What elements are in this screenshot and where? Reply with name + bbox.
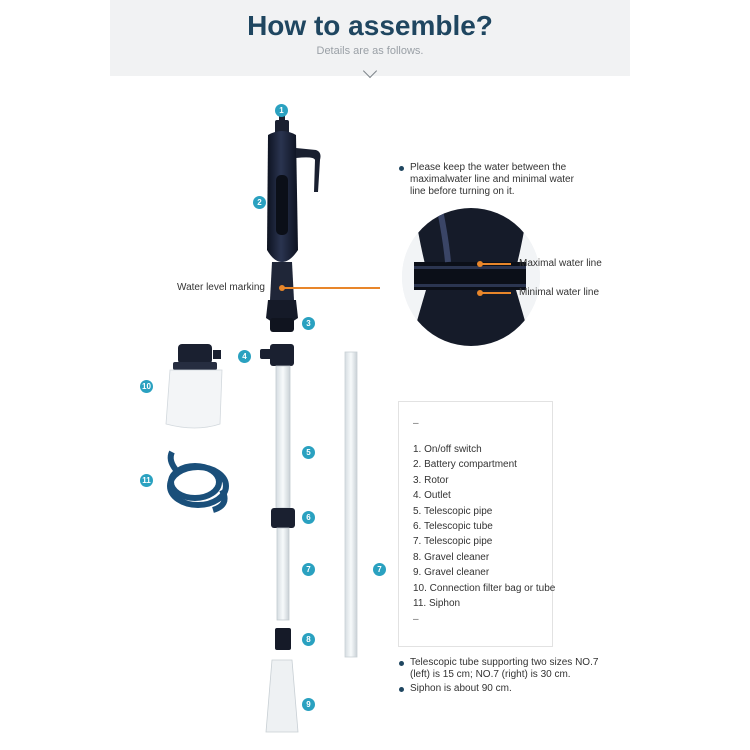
- list-item: 10. Connection filter bag or tube: [413, 582, 556, 594]
- water-tip-note: Please keep the water between the maxima…: [399, 162, 589, 198]
- min-line-leader: [481, 292, 511, 294]
- part-number-badge: 8: [302, 633, 315, 646]
- maximal-water-line-label: Maximal water line: [519, 258, 602, 269]
- list-item: 3. Rotor: [413, 474, 449, 486]
- header-banner: How to assemble? Details are as follows.: [110, 0, 630, 76]
- water-marking-leader: [282, 287, 380, 289]
- pump-body: [266, 112, 321, 332]
- water-marking-dot: [279, 285, 285, 291]
- parts-list-box: – 1. On/off switch 2. Battery compartmen…: [398, 401, 555, 647]
- siphon-hose: [167, 450, 229, 513]
- part-number-badge: 5: [302, 446, 315, 459]
- part-number-badge: 3: [302, 317, 315, 330]
- list-item: 4. Outlet: [413, 490, 451, 502]
- long-tube: [344, 351, 358, 658]
- part-number-badge: 6: [302, 511, 315, 524]
- list-item: 9. Gravel cleaner: [413, 567, 490, 579]
- part-number-badge: 11: [140, 474, 153, 487]
- max-line-leader: [481, 263, 511, 265]
- bullet-icon: [399, 661, 404, 666]
- telescopic-pipe-assembly: [260, 344, 299, 733]
- part-number-badge: 10: [140, 380, 153, 393]
- siphon-tip-note: Siphon is about 90 cm.: [399, 683, 614, 695]
- telescopic-tip-text: Telescopic tube supporting two sizes NO.…: [410, 657, 599, 680]
- bullet-icon: [399, 687, 404, 692]
- minimal-water-line-label: Minimal water line: [519, 287, 600, 298]
- list-item: 2. Battery compartment: [413, 459, 517, 471]
- water-line-zoom: [402, 208, 540, 346]
- part-number-badge: 7: [302, 563, 315, 576]
- telescopic-tip-note: Telescopic tube supporting two sizes NO.…: [399, 657, 614, 681]
- max-line-dot: [477, 261, 483, 267]
- part-number-badge: 2: [253, 196, 266, 209]
- list-item: 8. Gravel cleaner: [413, 551, 490, 563]
- list-dash-top: –: [413, 418, 419, 429]
- list-item: 5. Telescopic pipe: [413, 505, 493, 517]
- water-level-marking-label: Water level marking: [177, 282, 265, 293]
- part-number-badge: 4: [238, 350, 251, 363]
- list-item: 6. Telescopic tube: [413, 520, 493, 532]
- page-title: How to assemble?: [247, 10, 493, 41]
- part-number-badge: 9: [302, 698, 315, 711]
- bullet-icon: [399, 166, 404, 171]
- siphon-tip-text: Siphon is about 90 cm.: [410, 683, 512, 694]
- part-number-badge: 7: [373, 563, 386, 576]
- min-line-dot: [477, 290, 483, 296]
- parts-list: 1. On/off switch 2. Battery compartment …: [413, 442, 555, 611]
- water-tip-text: Please keep the water between the maxima…: [410, 162, 574, 197]
- list-item: 11. Siphon: [413, 597, 461, 609]
- part-number-badge: 1: [275, 104, 288, 117]
- list-item: 7. Telescopic pipe: [413, 536, 493, 548]
- filter-bag: [165, 344, 223, 429]
- page-subtitle: Details are as follows.: [316, 45, 424, 57]
- list-item: 1. On/off switch: [413, 444, 482, 455]
- list-dash-bottom: –: [413, 614, 419, 625]
